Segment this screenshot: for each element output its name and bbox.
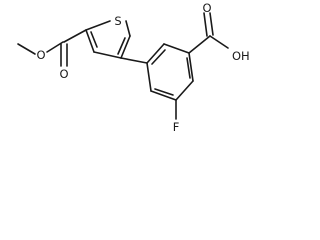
atom-label-acid-hydroxyl: OH — [232, 49, 250, 63]
bond-thiophene-c3-c4 — [93, 51, 122, 59]
bond-benzene-carboxyl-c — [188, 35, 211, 54]
bond-acid-c-o-double-2 — [209, 12, 214, 36]
bond-acid-c-o-double-1 — [203, 12, 208, 37]
bond-thiophene-c5-s — [85, 20, 111, 31]
atom-labels: S O O O OH F — [36, 1, 249, 134]
atom-label-ester-carbonyl-oxygen: O — [59, 67, 68, 81]
bond-thiophene-c2-c3 — [120, 35, 131, 59]
bond-benzene-inner-3 — [154, 88, 174, 96]
bond-thiophene-inner-c2-c3 — [117, 37, 126, 55]
bond-methyl-ester-o — [17, 43, 36, 55]
bond-benzene-c6-c1 — [146, 62, 152, 92]
bond-ester-c-thiophene — [63, 29, 87, 43]
bond-thiophene-s-c2 — [125, 20, 131, 37]
atom-label-sulfur: S — [114, 14, 121, 28]
atom-label-fluorine: F — [173, 120, 180, 134]
structure-drawing: S O O O OH F — [17, 1, 250, 134]
bond-benzene-c1-c2 — [146, 43, 165, 64]
bond-benzene-inner-1 — [151, 49, 166, 65]
chemical-structure-canvas: S O O O OH F — [0, 0, 268, 142]
bond-benzene-c5-c6 — [150, 90, 177, 101]
bond-thiophene-inner-c4-c5 — [90, 31, 98, 48]
atom-label-ester-ether-oxygen: O — [36, 48, 45, 62]
bond-thiophene-benzene — [120, 57, 148, 64]
bonds — [17, 12, 229, 120]
bond-benzene-c3-c4 — [188, 52, 194, 82]
bond-benzene-c4-c5 — [175, 80, 194, 101]
bond-benzene-c2-c3 — [163, 43, 190, 54]
bond-thiophene-c4-c5 — [85, 29, 95, 53]
bond-acid-c-oh — [209, 35, 229, 49]
bond-benzene-inner-2 — [186, 57, 191, 79]
atom-label-acid-carbonyl-oxygen: O — [202, 1, 211, 15]
